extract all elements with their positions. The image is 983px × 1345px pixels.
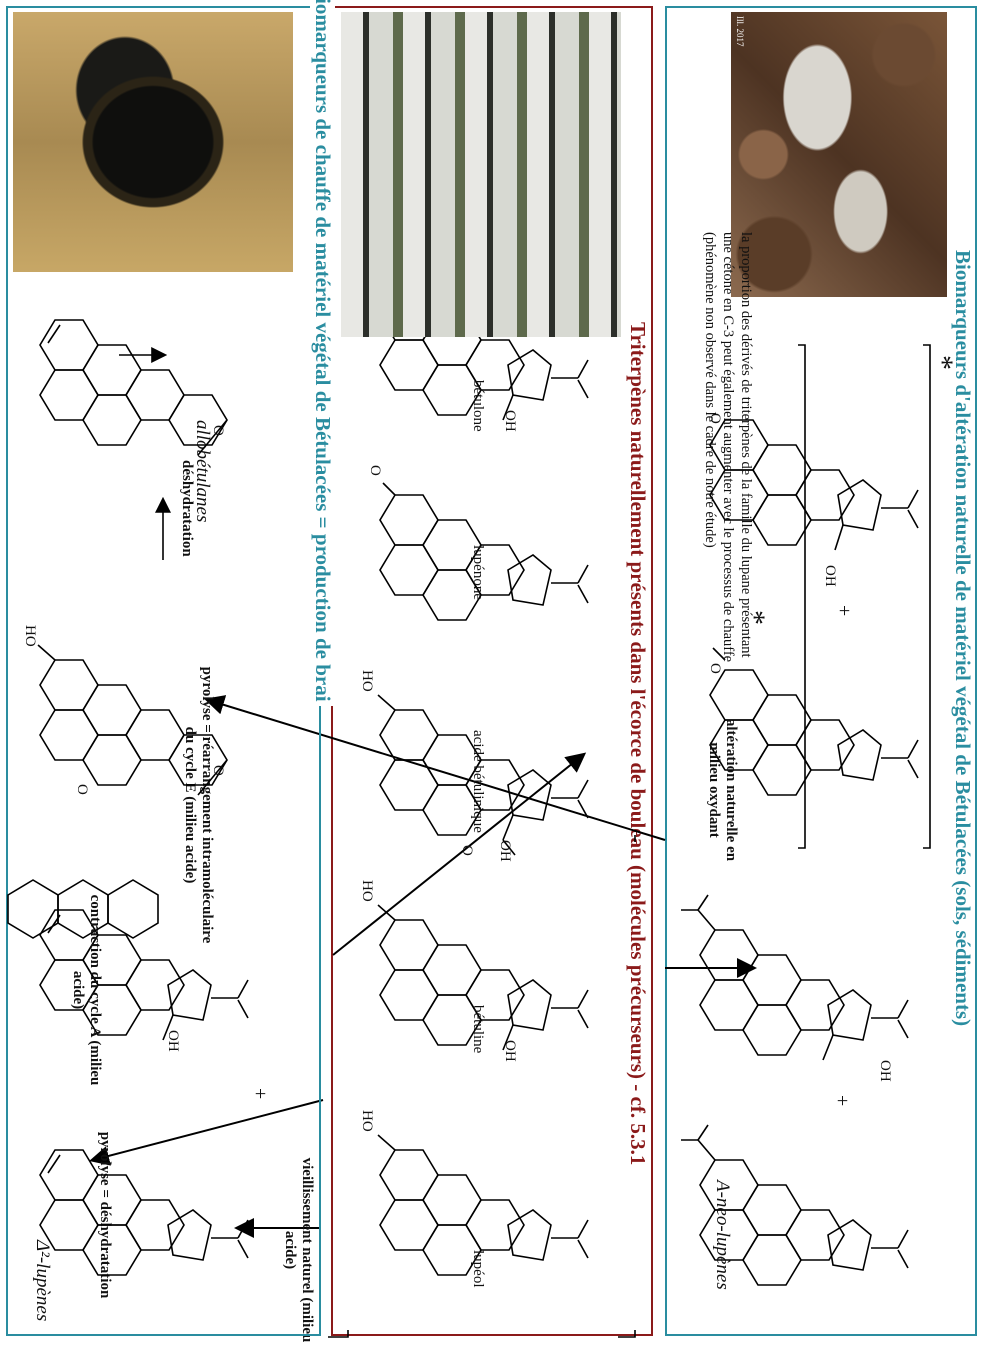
allobetulane-1 <box>37 644 228 796</box>
ring-contraction-label: contraction du cycle A (milieu acide) <box>69 890 103 1090</box>
allobetulane-2 <box>39 319 228 456</box>
betulinic-acid-structure <box>377 694 589 856</box>
ring-contraction-text: contraction du cycle A (milieu acide) <box>70 894 103 1086</box>
contracted-allobetulane <box>7 879 159 939</box>
ketone-product-1 <box>709 647 919 796</box>
ketone-product-2 <box>709 419 919 551</box>
aneo-lupene-2 <box>681 894 909 1061</box>
lupenone-structure <box>379 482 589 621</box>
betuline-structure <box>377 904 589 1051</box>
lupeol-structure <box>377 1134 589 1276</box>
aneo-lupene-1 <box>681 1124 909 1286</box>
o-allobetulane-2: O <box>210 425 226 436</box>
o-contracted: O <box>74 784 90 795</box>
delta2-lupene-1 <box>39 1149 249 1276</box>
